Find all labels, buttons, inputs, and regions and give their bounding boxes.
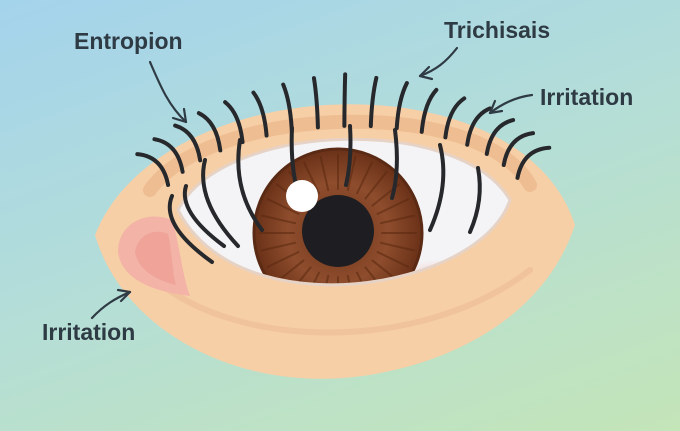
irritation-left-arrow	[90, 288, 132, 320]
iris-streak	[376, 198, 410, 215]
iris-streak	[303, 271, 320, 285]
inward-eyelash	[236, 138, 264, 232]
label-irritation-left: Irritation	[42, 319, 136, 345]
inward-eyelash	[201, 158, 240, 248]
eyelash	[311, 76, 320, 130]
eyelash	[484, 118, 516, 156]
eyelash	[152, 137, 185, 174]
inward-eyelash	[167, 194, 214, 264]
iris-streak	[346, 155, 357, 192]
eyelash	[515, 145, 552, 180]
lower-eyelid-crease	[147, 267, 533, 336]
iris-streak	[319, 274, 330, 285]
eye-highlight	[286, 180, 318, 212]
label-trichiasis: Trichisais	[444, 17, 551, 43]
eyelash	[419, 87, 439, 134]
iris-streak	[319, 155, 330, 192]
iris-streak	[364, 171, 388, 200]
eyelash	[342, 72, 348, 128]
iris-streak	[356, 161, 373, 195]
iris-streak	[356, 271, 373, 285]
iris-streak	[379, 241, 416, 252]
eyelash	[135, 152, 171, 187]
eyelash	[223, 100, 245, 145]
eyelash	[443, 96, 467, 140]
label-entropion: Entropion	[74, 28, 183, 54]
iris-streak	[266, 198, 300, 215]
eyelash	[368, 75, 379, 129]
inward-eyelash	[182, 184, 226, 248]
label-irritation-right: Irritation	[540, 84, 634, 110]
inward-eyelash	[390, 128, 399, 200]
eyelash	[394, 81, 409, 131]
eyelash	[196, 111, 223, 153]
iris-streak	[379, 214, 416, 225]
iris-streak	[266, 251, 300, 268]
eyelash	[173, 123, 203, 163]
iris-streak	[346, 274, 357, 285]
iris-streak	[376, 251, 410, 268]
eyelash	[501, 131, 536, 167]
pupil	[302, 195, 374, 267]
iris-streak	[260, 241, 297, 252]
entropion-arrow	[148, 60, 188, 124]
inward-eyelash	[468, 166, 482, 234]
eyelash	[465, 106, 492, 147]
inward-eyelash	[344, 124, 353, 187]
trichiasis-arrow	[418, 46, 459, 81]
inward-eyelash	[428, 143, 446, 232]
irritation-right-arrow	[488, 93, 534, 115]
eyelash	[251, 90, 269, 138]
eyelash	[281, 82, 294, 133]
iris-streak	[276, 259, 305, 283]
eyelashes	[135, 72, 552, 264]
iris-streak	[288, 266, 312, 285]
iris-streak	[303, 161, 320, 195]
iris-streak	[260, 214, 297, 225]
